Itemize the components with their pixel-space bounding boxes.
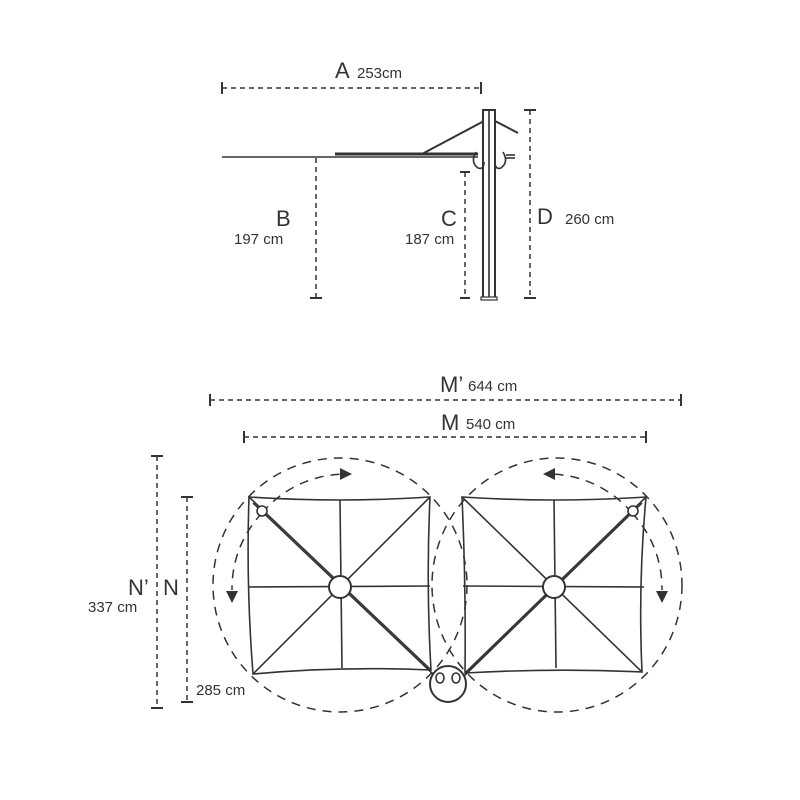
canopy-left (247, 496, 436, 677)
dim-b-value: 197 cm (234, 231, 283, 248)
dim-n-letter: N (163, 575, 179, 600)
dim-m-letter: M (441, 410, 459, 435)
rotation-paths (212, 457, 683, 713)
dim-d-value: 260 cm (565, 211, 614, 228)
pole-base (429, 665, 467, 703)
dimension-m: M 540 cm (243, 410, 647, 443)
dimension-c: C 187 cm (405, 171, 470, 299)
dim-c-value: 187 cm (405, 231, 454, 248)
dimension-d: D 260 cm (524, 109, 614, 299)
dim-a-value: 253cm (357, 65, 402, 82)
dim-m-prime-value: 644 cm (468, 378, 517, 395)
dim-c-letter: C (441, 206, 457, 231)
dim-n-prime-value: 337 cm (88, 599, 137, 616)
dimension-a: A 253cm (221, 58, 482, 94)
dimension-b: B 197 cm (234, 158, 322, 299)
dim-a-letter: A (335, 58, 350, 83)
canopy-right (460, 496, 647, 680)
dimension-n-prime: N’ 337 cm (88, 455, 163, 709)
arrow-right-icon (340, 468, 352, 480)
umbrella-side (222, 109, 519, 301)
arrow-left-icon (543, 468, 555, 480)
dimension-n: N 285 cm (163, 496, 245, 703)
top-view: M’ 644 cm M 540 cm N’ 337 cm N 285 cm (88, 372, 683, 713)
dim-d-letter: D (537, 204, 553, 229)
dim-n-value: 285 cm (196, 682, 245, 699)
dim-m-value: 540 cm (466, 416, 515, 433)
arrow-down-icon (226, 591, 238, 603)
dim-b-letter: B (276, 206, 291, 231)
side-view: A 253cm B 197 cm C 187 cm (221, 58, 614, 301)
dimension-m-prime: M’ 644 cm (209, 372, 682, 406)
arrow-down-icon (656, 591, 668, 603)
dim-m-prime-letter: M’ (440, 372, 463, 397)
dim-n-prime-letter: N’ (128, 575, 149, 600)
